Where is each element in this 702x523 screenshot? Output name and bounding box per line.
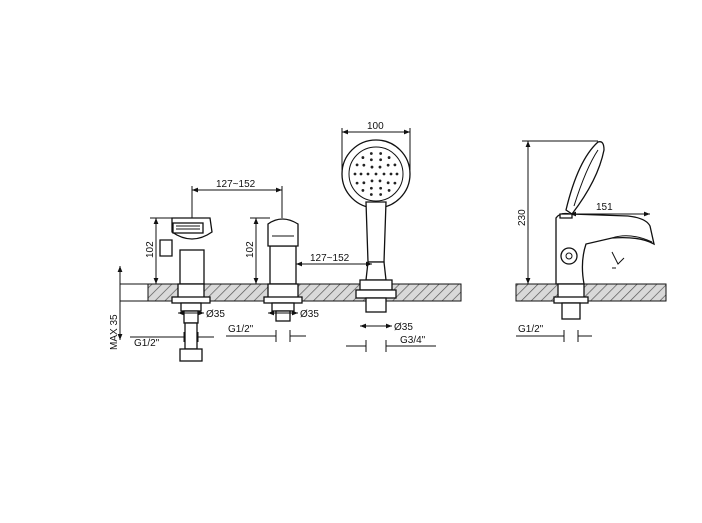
nozzle-dot xyxy=(379,193,383,196)
nozzle-dot xyxy=(379,152,383,155)
nozzle-dot xyxy=(369,186,373,190)
dim-spacing-top: 127~152 xyxy=(216,179,256,190)
nozzle-dot xyxy=(355,163,359,167)
nozzle-dot xyxy=(361,189,365,192)
nozzle-dot xyxy=(366,172,370,176)
nozzle-dot xyxy=(387,156,391,159)
dim-max-depth: MAX 35 xyxy=(109,314,120,350)
nozzle-dot xyxy=(378,179,382,183)
nozzle-dot xyxy=(355,181,359,185)
dim-hole-mid: Ø35 xyxy=(300,309,319,320)
dim-side-reach: 151 xyxy=(596,202,613,213)
dim-hole-right: Ø35 xyxy=(394,322,413,333)
side-deck-slab xyxy=(515,283,667,302)
nozzle-dot xyxy=(378,165,382,169)
dim-side-height: 230 xyxy=(517,209,528,226)
nozzle-dot xyxy=(382,172,386,176)
nozzle-dot xyxy=(387,189,391,192)
nozzle-dot xyxy=(359,172,363,176)
left-valve xyxy=(159,217,213,362)
nozzle-dot xyxy=(386,181,390,185)
nozzle-dot xyxy=(369,193,373,196)
nozzle-dot xyxy=(353,172,357,176)
nozzle-dot xyxy=(361,156,365,159)
hand-shower-front xyxy=(341,139,411,313)
nozzle-dot xyxy=(379,158,383,162)
nozzle-dot xyxy=(389,172,393,176)
dim-thread-right: G3/4" xyxy=(400,335,426,346)
nozzle-dot xyxy=(369,152,373,155)
nozzle-dot xyxy=(370,179,374,183)
nozzle-dot xyxy=(374,172,378,176)
nozzle-dot xyxy=(395,172,399,176)
nozzle-dot xyxy=(362,163,366,167)
nozzle-dot xyxy=(379,186,383,190)
dim-height-left: 102 xyxy=(145,241,156,258)
dim-shower-width: 100 xyxy=(367,121,384,132)
middle-valve xyxy=(263,218,303,322)
dim-height-mid: 102 xyxy=(245,241,256,258)
nozzle-dot xyxy=(386,163,390,167)
dim-thread-mid: G1/2" xyxy=(228,324,254,335)
dim-side-thread: G1/2" xyxy=(518,324,544,335)
nozzle-dot xyxy=(369,158,373,162)
side-view-faucet xyxy=(553,141,655,320)
nozzle-dot xyxy=(393,163,397,167)
nozzle-dot xyxy=(362,181,366,185)
dim-hole-left: Ø35 xyxy=(206,309,225,320)
shower-nozzles xyxy=(353,152,399,196)
nozzle-dot xyxy=(370,165,374,169)
nozzle-dot xyxy=(393,181,397,185)
dim-thread-left: G1/2" xyxy=(134,338,160,349)
dim-spacing-mid: 127~152 xyxy=(310,253,350,264)
